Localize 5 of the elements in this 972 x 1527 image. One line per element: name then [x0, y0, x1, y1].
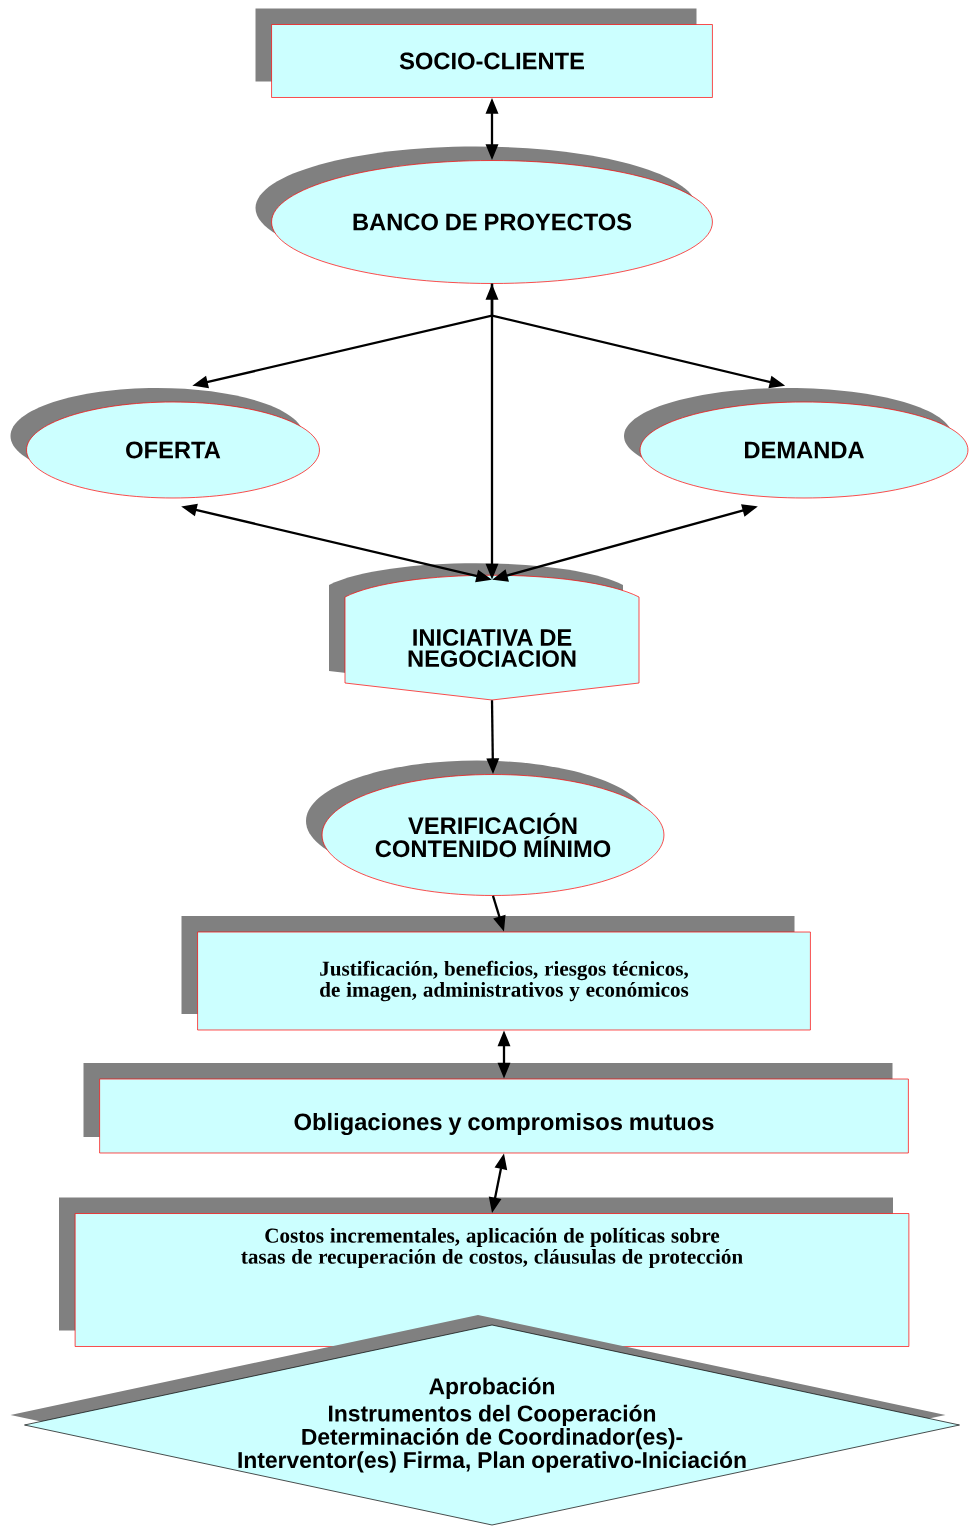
process-box: Justificación, beneficios, riesgos técnicos, de imagen, administrativos y económicos	[181, 916, 811, 1031]
process-pentagon: INICIATIVA DE NEGOCIACION	[329, 563, 640, 701]
process-box: Costos incrementales, aplicación de políticas sobre tasas de recuperación de costos, cláusulas de protección	[59, 1197, 910, 1347]
process-box: Obligaciones y compromisos mutuos	[83, 1063, 909, 1154]
process-box: SOCIO-CLIENTE	[255, 8, 713, 98]
